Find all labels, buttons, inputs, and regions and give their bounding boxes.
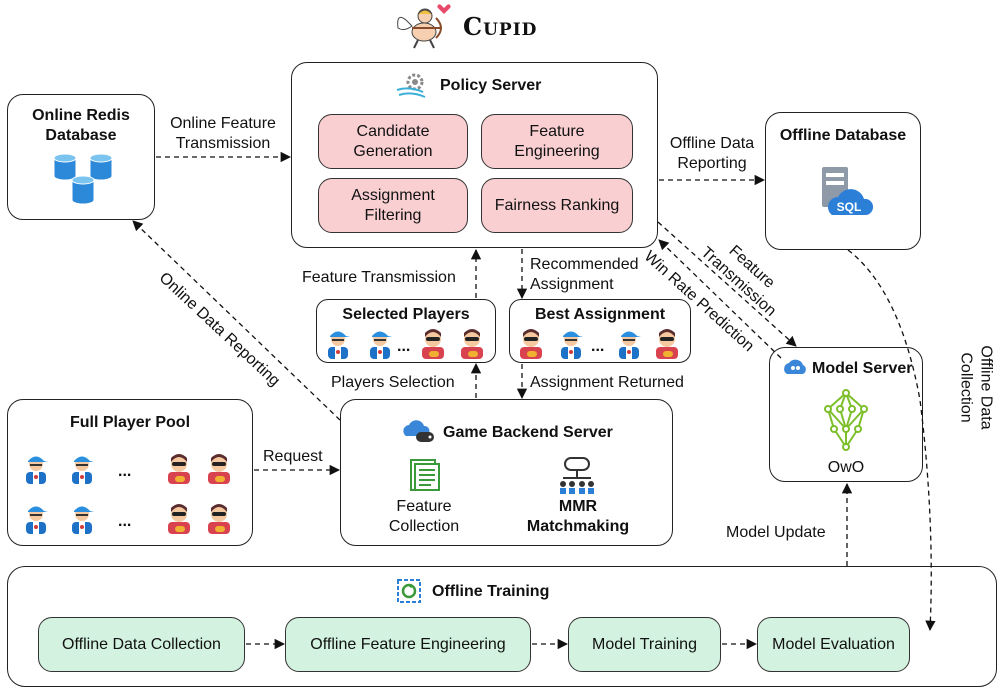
database-cylinders-icon [53, 153, 113, 205]
ellipsis: ... [118, 513, 132, 530]
player-pool-title: Full Player Pool [69, 414, 191, 431]
ellipsis: ... [118, 463, 132, 480]
game-backend-box [340, 399, 673, 546]
arrow-offline-collection [847, 249, 936, 632]
cupid-logo-icon [397, 4, 451, 49]
best-assignment-title: Best Assignment [534, 306, 666, 323]
document-list-icon [410, 459, 440, 491]
model-name: OwO [827, 459, 865, 476]
candidate-generation-module: Candidate Generation [318, 114, 468, 169]
selected-players-title: Selected Players [342, 306, 470, 323]
label-recommended: Recommended Assignment [530, 256, 639, 293]
matchmaking-label: MMR Matchmaking [526, 498, 630, 535]
offline-database-title: Offline Database [779, 127, 907, 144]
stage-model-training: Model Training [568, 617, 721, 672]
arrow-win-rate [658, 239, 782, 359]
gear-wind-icon [396, 73, 426, 98]
selected-players-row: ... [322, 325, 492, 359]
arrow-feature-to-model [657, 221, 797, 347]
label-online-feature: Online Feature Transmission [170, 115, 276, 152]
stage-offline-feature-engineering: Offline Feature Engineering [285, 617, 531, 672]
label-assignment-returned: Assignment Returned [530, 374, 684, 391]
sql-icon-text: SQL [837, 200, 862, 214]
model-server-title: Model Server [812, 360, 913, 377]
offline-training-title: Offline Training [432, 583, 550, 600]
assignment-filtering-module: Assignment Filtering [318, 178, 468, 233]
redis-title: Online Redis Database [32, 107, 130, 144]
player-pool-grid: ... ... [20, 450, 240, 536]
arrow-online-data-reporting [132, 220, 341, 421]
label-offline-reporting: Offline Data Reporting [669, 135, 755, 172]
label-request: Request [263, 448, 323, 465]
ellipsis: ... [397, 338, 411, 355]
page-title: Cupid [463, 12, 538, 41]
training-icon [397, 579, 421, 603]
fairness-ranking-module: Fairness Ranking [481, 178, 633, 233]
stage-model-evaluation: Model Evaluation [757, 617, 910, 672]
label-model-update: Model Update [726, 524, 826, 541]
sql-database-icon: SQL [822, 167, 874, 215]
game-backend-title: Game Backend Server [443, 424, 613, 441]
feature-engineering-module: Feature Engineering [481, 114, 633, 169]
cloud-gamepad-icon [403, 420, 434, 442]
best-assignment-row: ... [515, 325, 689, 359]
stage-offline-data-collection: Offline Data Collection [38, 617, 245, 672]
ellipsis: ... [591, 338, 605, 355]
cloud-brain-icon [784, 359, 806, 374]
feature-collection-label: Feature Collection [388, 498, 460, 535]
label-feature-transmission-up: Feature Transmission [302, 269, 456, 286]
policy-server-title: Policy Server [440, 77, 542, 94]
label-offline-collection: Offline Data Collection [958, 345, 995, 430]
label-players-selection: Players Selection [331, 374, 455, 391]
neural-network-icon [824, 389, 868, 451]
matchmaking-gamepad-icon [560, 457, 594, 494]
